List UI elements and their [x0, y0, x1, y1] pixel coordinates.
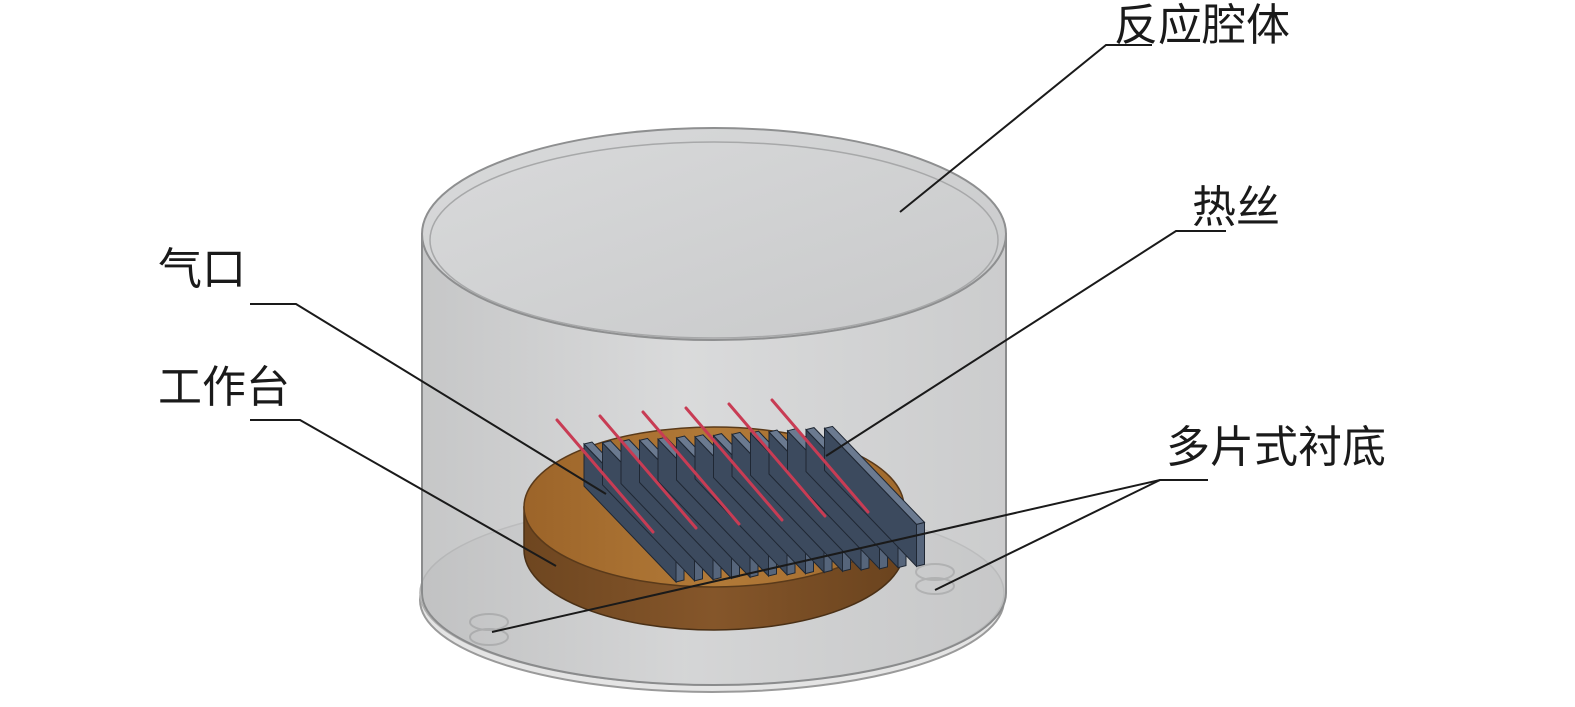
filament-wire	[555, 418, 655, 534]
label-working-stage: 工作台	[158, 362, 290, 413]
substrate-plate	[823, 425, 926, 568]
leader-chamber	[899, 44, 1152, 213]
hot-filaments	[555, 398, 870, 534]
leader-filament	[825, 230, 1226, 457]
filament-wire	[641, 410, 741, 526]
label-hot-filament: 热丝	[1192, 182, 1280, 233]
leader-gas-port	[250, 303, 607, 495]
label-multi-piece-substrate: 多片式衬底	[1166, 422, 1386, 473]
label-gas-port: 气口	[158, 244, 246, 295]
leader-stage	[250, 419, 557, 567]
filament-wire	[598, 414, 698, 530]
leader-substrate	[491, 479, 1208, 633]
filament-wire	[727, 402, 827, 518]
filament-wire	[684, 406, 784, 522]
label-reaction-chamber: 反应腔体	[1114, 0, 1290, 51]
filament-wire	[770, 398, 870, 514]
